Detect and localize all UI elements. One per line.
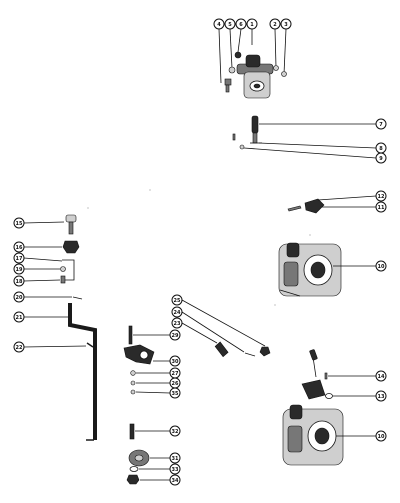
callout-21[interactable]: 21 (13, 311, 68, 323)
svg-text:7: 7 (379, 122, 383, 128)
svg-text:25: 25 (174, 298, 181, 304)
svg-text:14: 14 (378, 374, 385, 380)
choke-lever-part (301, 349, 333, 400)
callout-10-upper[interactable]: 10 (333, 260, 387, 272)
svg-text:23: 23 (174, 321, 181, 327)
callout-7[interactable]: 7 (259, 118, 387, 130)
svg-text:29: 29 (172, 333, 179, 339)
svg-text:31: 31 (172, 456, 179, 462)
callout-11[interactable]: 11 (322, 201, 387, 213)
callout-23[interactable]: 23 (171, 317, 218, 344)
carburetor-body-lower (282, 404, 344, 466)
svg-text:33: 33 (172, 467, 179, 473)
callout-10-lower[interactable]: 10 (336, 430, 387, 442)
callout-19[interactable]: 19 (13, 263, 60, 275)
top-callout-group: 4 5 6 1 2 3 (213, 18, 292, 84)
callout-22[interactable]: 22 (13, 341, 87, 353)
callout-33[interactable]: 33 (139, 463, 181, 475)
callout-31[interactable]: 31 (150, 452, 181, 464)
svg-text:21: 21 (16, 315, 23, 321)
carburetor-body-upper (278, 242, 342, 297)
callout-5[interactable]: 5 (224, 18, 236, 30)
svg-text:13: 13 (378, 394, 385, 400)
svg-text:11: 11 (378, 205, 385, 211)
callout-18[interactable]: 18 (13, 275, 61, 287)
callout-34[interactable]: 34 (140, 474, 181, 486)
svg-text:20: 20 (16, 295, 23, 301)
callout-4[interactable]: 4 (213, 18, 225, 30)
callout-30[interactable]: 30 (153, 355, 181, 367)
callout-16[interactable]: 16 (13, 241, 62, 253)
callout-12[interactable]: 12 (317, 190, 387, 202)
callout-20[interactable]: 20 (13, 291, 72, 303)
svg-text:12: 12 (378, 194, 385, 200)
callout-26[interactable]: 26 (136, 377, 181, 389)
callout-14[interactable]: 14 (328, 370, 387, 382)
svg-text:17: 17 (16, 256, 23, 262)
svg-text:26: 26 (172, 381, 179, 387)
center-parts (123, 325, 271, 485)
scan-specks (87, 189, 311, 306)
svg-text:4: 4 (217, 22, 221, 28)
svg-text:15: 15 (16, 221, 23, 227)
callout-9[interactable]: 9 (243, 147, 387, 164)
svg-text:19: 19 (16, 267, 23, 273)
callout-6[interactable]: 6 (235, 18, 247, 30)
callout-25[interactable]: 25 (171, 294, 266, 347)
svg-text:32: 32 (172, 429, 179, 435)
svg-text:24: 24 (174, 310, 181, 316)
svg-text:22: 22 (16, 345, 23, 351)
svg-text:18: 18 (16, 279, 23, 285)
callout-13[interactable]: 13 (333, 390, 387, 402)
svg-text:8: 8 (379, 146, 383, 152)
svg-text:34: 34 (172, 478, 179, 484)
svg-text:2: 2 (273, 22, 277, 28)
callout-27[interactable]: 27 (136, 367, 181, 379)
callout-29[interactable]: 29 (133, 329, 181, 341)
lever-bracket-part (287, 198, 325, 214)
svg-text:35: 35 (172, 391, 179, 397)
svg-text:9: 9 (379, 156, 383, 162)
callout-1[interactable]: 1 (246, 18, 258, 30)
needle-valve-part (232, 115, 262, 150)
callout-35[interactable]: 35 (135, 387, 181, 399)
callout-24[interactable]: 24 (171, 306, 245, 353)
callout-32[interactable]: 32 (135, 425, 181, 437)
svg-text:10: 10 (378, 434, 385, 440)
svg-text:5: 5 (228, 22, 232, 28)
left-parts (60, 214, 97, 441)
svg-text:16: 16 (16, 245, 23, 251)
callout-15[interactable]: 15 (13, 217, 65, 229)
svg-text:6: 6 (239, 22, 243, 28)
callout-2[interactable]: 2 (269, 18, 281, 30)
svg-text:3: 3 (284, 22, 288, 28)
svg-text:10: 10 (378, 264, 385, 270)
svg-text:27: 27 (172, 371, 179, 377)
callout-8[interactable]: 8 (258, 142, 387, 154)
svg-text:30: 30 (172, 359, 179, 365)
svg-text:1: 1 (250, 22, 254, 28)
carburetor-body-top-part (224, 51, 287, 99)
callout-17[interactable]: 17 (13, 252, 63, 264)
callout-3[interactable]: 3 (280, 18, 292, 30)
